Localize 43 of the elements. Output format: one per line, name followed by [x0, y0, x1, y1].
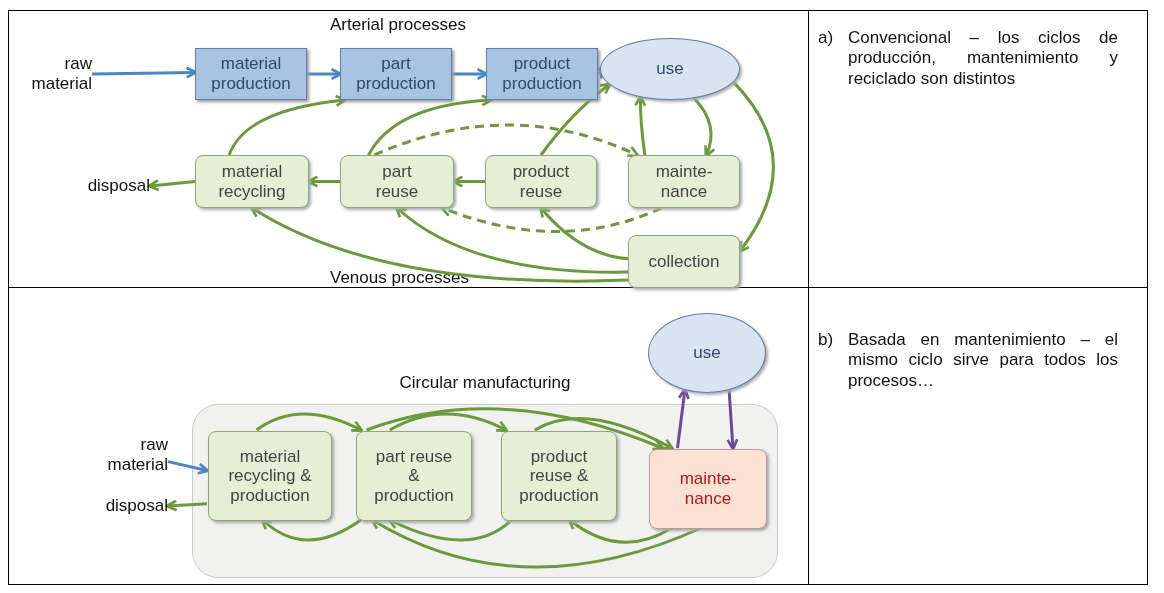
- arrow: [389, 412, 509, 432]
- arrow: [260, 517, 362, 542]
- arrow: [539, 82, 612, 156]
- arrow: [366, 407, 665, 451]
- section-title: Arterial processes: [330, 15, 468, 36]
- process-box: part reuse: [340, 155, 454, 208]
- process-box: part reuse & production: [356, 431, 472, 521]
- arrow: [634, 94, 647, 156]
- process-box: material recycling & production: [208, 431, 332, 521]
- arrow: [440, 205, 663, 233]
- group-title: Circular manufacturing: [398, 373, 572, 393]
- process-box: material recycling: [195, 155, 309, 208]
- arrow: [165, 499, 208, 512]
- node-text: raw material: [30, 52, 92, 96]
- arrow: [732, 81, 775, 254]
- item-marker: b): [818, 330, 835, 351]
- arrow: [227, 94, 347, 156]
- process-box: product production: [486, 48, 598, 100]
- arrow: [255, 412, 364, 432]
- node-text: raw material: [98, 433, 168, 477]
- process-box: part production: [340, 48, 452, 100]
- process-box: mainte- nance: [628, 155, 740, 208]
- item-marker: a): [818, 28, 835, 49]
- node-text: disposal: [78, 172, 150, 200]
- process-box: material production: [195, 48, 307, 100]
- section-title: Venous processes: [330, 268, 470, 289]
- arrow: [147, 179, 196, 192]
- maintenance-box: mainte- nance: [649, 449, 767, 529]
- use-ellipse: use: [648, 313, 766, 393]
- process-box: product reuse: [485, 155, 597, 208]
- use-ellipse: use: [600, 38, 740, 100]
- process-box: collection: [628, 235, 740, 288]
- description-text: Convencional – los ciclos de producción, mantenimiento y reciclado son distintos: [848, 28, 1118, 90]
- arrow: [367, 94, 493, 156]
- description-text: Basada en mantenimiento – el mismo ciclo sirve para todos los procesos…: [848, 330, 1118, 392]
- arrow: [676, 387, 690, 449]
- arrow: [534, 417, 674, 450]
- node-text: disposal: [62, 493, 168, 519]
- process-box: product reuse & production: [501, 431, 617, 521]
- arrow: [726, 390, 739, 451]
- arrow: [167, 460, 210, 475]
- arrow: [373, 123, 640, 158]
- arrow: [249, 206, 629, 283]
